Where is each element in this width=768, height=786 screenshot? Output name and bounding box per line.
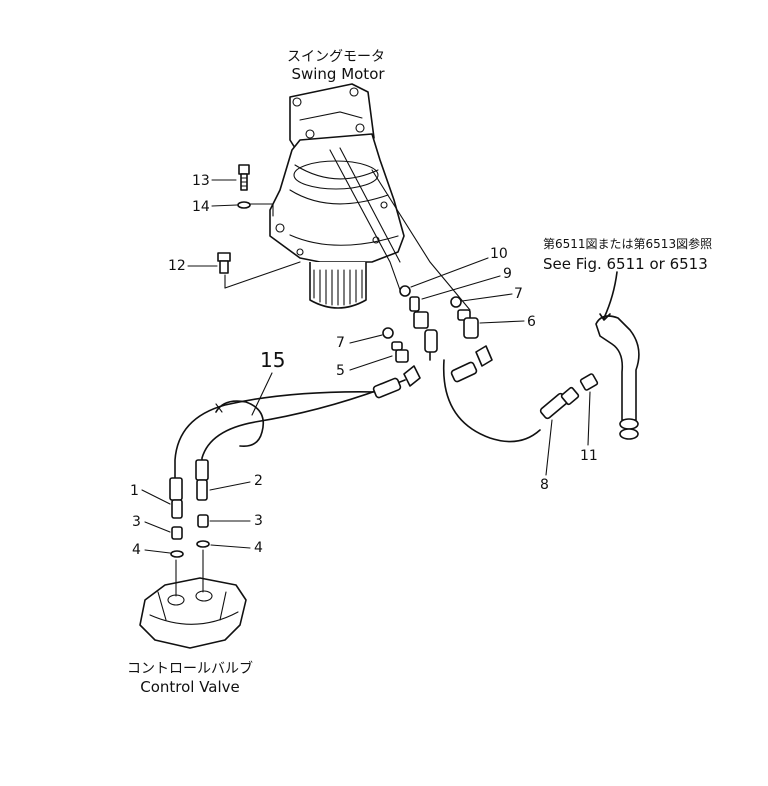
- callout-13: 13: [192, 173, 210, 189]
- hose-fitting-left: [372, 365, 421, 399]
- callout-4-left: 4: [132, 542, 141, 558]
- callout-9: 9: [503, 266, 512, 282]
- callout-2: 2: [254, 473, 263, 489]
- control-valve-label-jp: コントロールバルブ: [127, 660, 253, 677]
- callout-10: 10: [490, 246, 508, 262]
- swing-motor-drawing: [269, 83, 471, 311]
- adapter-6: [457, 309, 479, 339]
- hose-end-2: [195, 459, 209, 501]
- reference-pipe: [595, 315, 640, 440]
- bolt-13: [238, 164, 250, 191]
- hose-fitting-right: [450, 345, 493, 383]
- reference-label-en: See Fig. 6511 or 6513: [543, 255, 708, 273]
- oring-7-left: [382, 327, 394, 339]
- callout-8: 8: [540, 477, 549, 493]
- control-valve-drawing: [139, 549, 247, 649]
- connector-11: [579, 373, 599, 391]
- oring-4-right: [196, 540, 210, 548]
- adapter-3-left: [171, 526, 183, 540]
- swing-motor-label-en: Swing Motor: [291, 65, 385, 83]
- washer-14: [237, 201, 251, 209]
- callout-3-left: 3: [132, 514, 141, 530]
- callout-14: 14: [192, 199, 210, 215]
- callout-6: 6: [527, 314, 536, 330]
- adapter-3-right: [197, 514, 209, 528]
- callout-4-right: 4: [254, 540, 263, 556]
- oring-10: [399, 285, 411, 297]
- reference-label-jp: 第6511図または第6513図参照: [543, 236, 712, 251]
- callout-7-right: 7: [514, 286, 523, 302]
- elbow-9: [409, 296, 429, 329]
- hose-end-1: [169, 477, 183, 519]
- swing-motor-label-jp: スイングモータ: [287, 49, 385, 65]
- callout-3-right: 3: [254, 513, 263, 529]
- callout-5: 5: [336, 363, 345, 379]
- callout-15: 15: [260, 348, 285, 372]
- hose-8-fitting: [539, 386, 580, 420]
- oring-4-left: [170, 550, 184, 558]
- callout-7-left: 7: [336, 335, 345, 351]
- adapter-5: [391, 341, 409, 363]
- callout-12: 12: [168, 258, 186, 274]
- callout-1: 1: [130, 483, 139, 499]
- callout-11: 11: [580, 448, 598, 464]
- bolt-12: [217, 252, 231, 274]
- control-valve-label-en: Control Valve: [140, 678, 240, 696]
- oring-7-right: [450, 296, 462, 308]
